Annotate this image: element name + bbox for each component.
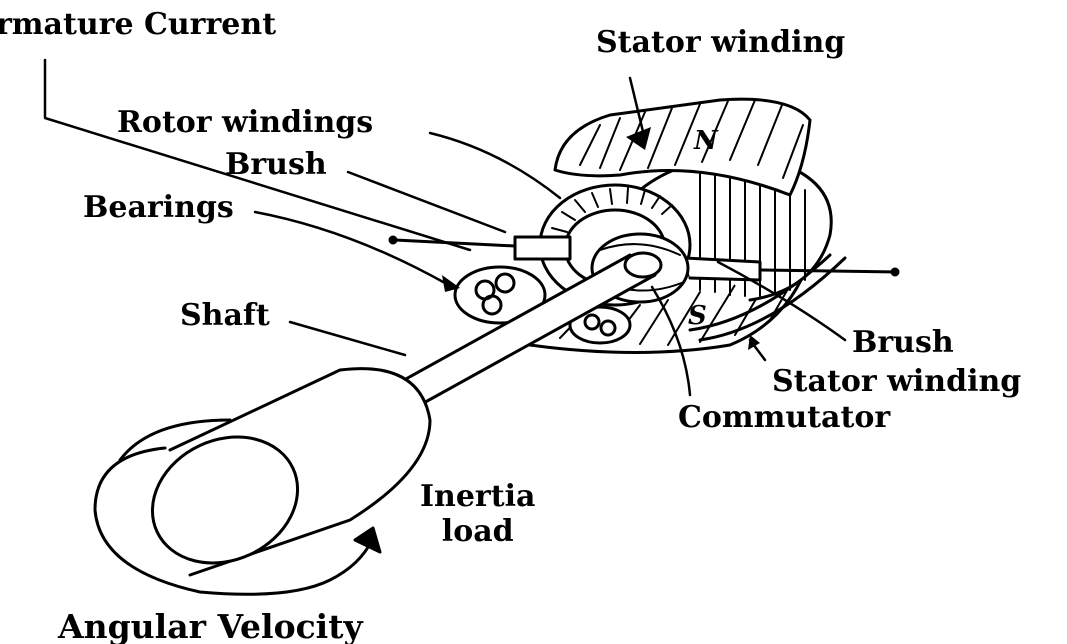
leader-shaft [288,320,407,357]
label-stator-winding-top: Stator winding [596,25,846,60]
angular-velocity-arrow [93,418,382,596]
leader-rotor-windings [428,131,562,200]
leader-brush-top [346,170,507,234]
leader-lines [43,58,847,397]
label-brush-top: Brush [225,147,327,182]
label-angular-velocity: Angular Velocity [58,607,363,644]
leader-armature-current [43,58,472,252]
label-shaft: Shaft [180,298,270,333]
leader-stator-top [628,76,647,142]
stator-pole-top [553,97,812,197]
pole-mark-south: S [688,301,707,331]
label-stator-winding-bottom: Stator winding [772,364,1022,399]
label-rotor-windings: Rotor windings [117,105,374,140]
label-brush-bottom: Brush [852,325,954,360]
leader-commutator [650,285,692,397]
bearings [453,265,632,345]
arrowhead-stator-top [626,127,651,150]
pole-mark-north: N [694,126,718,156]
inertia-load [150,367,432,577]
arrowhead-bearings [442,275,460,292]
arrowhead-stator-bottom [748,335,760,350]
label-commutator: Commutator [678,400,891,435]
label-inertia-load: Inertia load [420,479,536,549]
label-armature-current: rmature Current [0,7,277,42]
leader-bearings [253,210,447,285]
label-bearings: Bearings [83,190,234,225]
brushes [388,235,900,282]
leader-brush-bottom [716,260,847,342]
